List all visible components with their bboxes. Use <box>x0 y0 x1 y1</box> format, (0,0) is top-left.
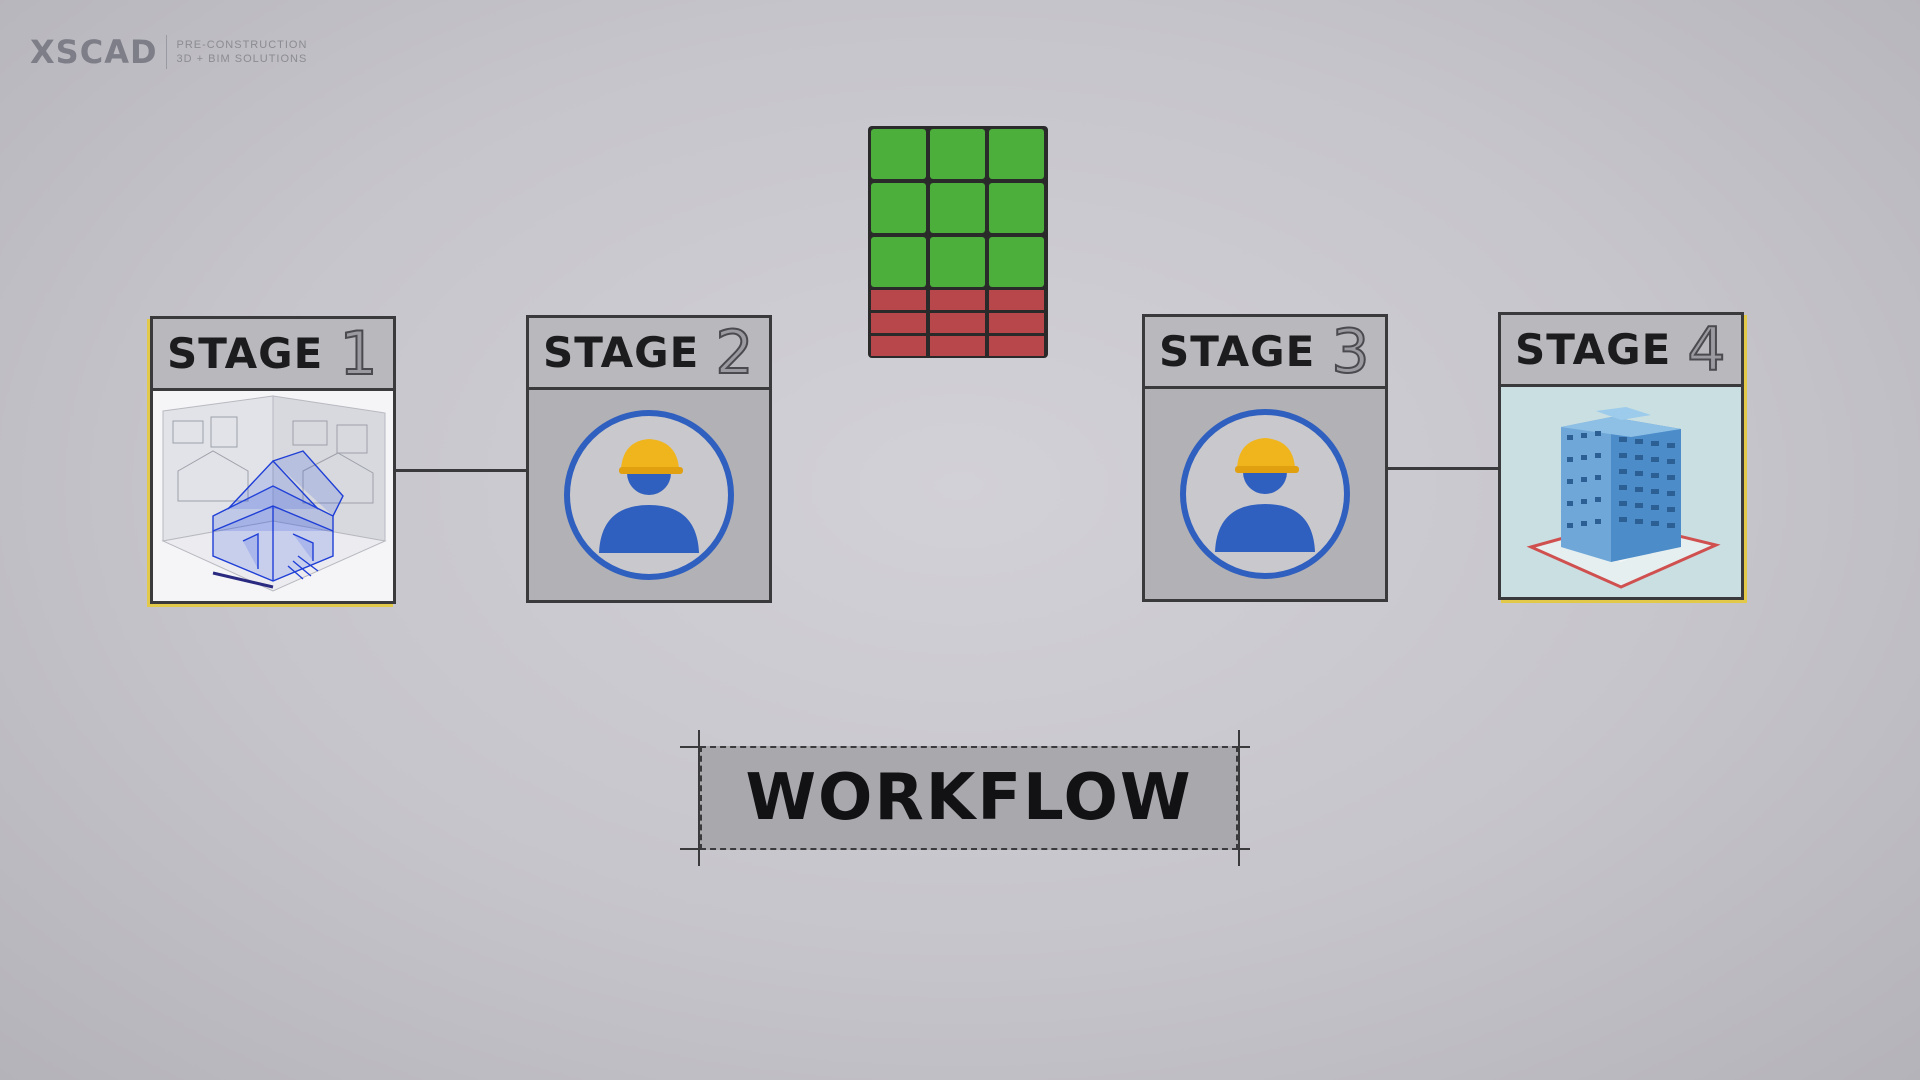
workflow-label-box: WORKFLOW <box>680 730 1250 866</box>
corner-tick <box>1238 746 1250 748</box>
rubiks-cube-icon <box>868 126 1048 358</box>
corner-tick <box>680 848 700 850</box>
stage-2-label: STAGE <box>543 328 700 377</box>
stage-3-label: STAGE <box>1159 327 1316 376</box>
stage-2-header: STAGE 2 <box>529 318 769 390</box>
stage-3-number: 3 <box>1330 316 1370 387</box>
stage-4-image <box>1501 387 1741 597</box>
connector-stage1-stage2 <box>396 469 526 472</box>
worker-hard-hat-icon <box>1180 409 1350 579</box>
xscad-logo: XSCAD PRE-CONSTRUCTION 3D + BIM SOLUTION… <box>30 33 307 71</box>
stage-1-header: STAGE 1 <box>153 319 393 391</box>
stage-4-number: 4 <box>1686 314 1726 385</box>
stage-1-label: STAGE <box>167 329 324 378</box>
house-blueprint-illustration <box>153 391 393 601</box>
stage-1-image <box>153 391 393 601</box>
stage-3-image <box>1145 389 1385 599</box>
connector-stage3-stage4 <box>1388 467 1498 470</box>
corner-tick <box>1238 848 1250 850</box>
stage-3-header: STAGE 3 <box>1145 317 1385 389</box>
stage-1-number: 1 <box>338 318 378 389</box>
workflow-title: WORKFLOW <box>745 761 1193 835</box>
stage-4-label: STAGE <box>1515 325 1672 374</box>
logo-mark: XSCAD <box>30 33 158 71</box>
stage-1-card: STAGE 1 <box>150 316 396 604</box>
workflow-dashed-frame: WORKFLOW <box>700 746 1238 850</box>
stage-3-card: STAGE 3 <box>1142 314 1388 602</box>
logo-tagline-line-1: PRE-CONSTRUCTION <box>176 39 308 51</box>
corner-tick <box>1238 730 1240 866</box>
apartment-building-illustration <box>1501 387 1741 597</box>
stage-2-card: STAGE 2 <box>526 315 772 603</box>
logo-tagline: PRE-CONSTRUCTION 3D + BIM SOLUTIONS <box>177 38 308 66</box>
corner-tick <box>698 730 700 866</box>
stage-4-header: STAGE 4 <box>1501 315 1741 387</box>
corner-tick <box>680 746 700 748</box>
worker-hard-hat-icon <box>564 410 734 580</box>
logo-divider <box>165 35 167 69</box>
logo-tagline-line-2: 3D + BIM SOLUTIONS <box>176 53 308 65</box>
stage-4-card: STAGE 4 <box>1498 312 1744 600</box>
stage-2-number: 2 <box>714 317 754 388</box>
stage-2-image <box>529 390 769 600</box>
